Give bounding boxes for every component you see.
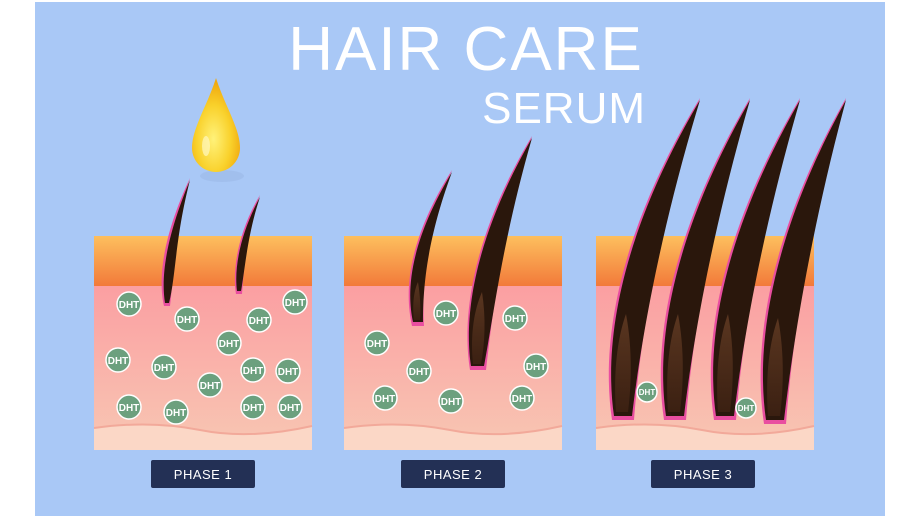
svg-text:DHT: DHT bbox=[375, 394, 396, 405]
svg-text:DHT: DHT bbox=[166, 408, 187, 419]
svg-text:DHT: DHT bbox=[505, 314, 526, 325]
svg-text:DHT: DHT bbox=[219, 339, 240, 350]
dht-molecule-icon: DHT bbox=[509, 385, 535, 411]
dht-molecule-icon: DHT bbox=[197, 372, 223, 398]
svg-text:DHT: DHT bbox=[278, 367, 299, 378]
dht-molecule-icon: DHT bbox=[216, 330, 242, 356]
svg-text:DHT: DHT bbox=[177, 315, 198, 326]
svg-text:DHT: DHT bbox=[154, 363, 175, 374]
dht-molecule-icon: DHT bbox=[364, 330, 390, 356]
dht-molecule-icon: DHT bbox=[433, 300, 459, 326]
hair-follicle-icon bbox=[234, 195, 260, 294]
dht-molecule-icon: DHT bbox=[523, 353, 549, 379]
dht-molecule-icon: DHT bbox=[240, 394, 266, 420]
svg-text:DHT: DHT bbox=[249, 316, 270, 327]
dht-molecule-icon: DHT bbox=[275, 358, 301, 384]
dht-molecules-phase-2: DHT DHT DHT DHT DHT DHT DHT DHT bbox=[364, 300, 549, 414]
svg-text:DHT: DHT bbox=[243, 366, 264, 377]
svg-text:DHT: DHT bbox=[738, 404, 755, 413]
svg-text:DHT: DHT bbox=[280, 403, 301, 414]
hair-follicle-icon bbox=[710, 98, 800, 420]
dht-molecules-phase-3: DHT DHT bbox=[636, 381, 757, 419]
svg-text:DHT: DHT bbox=[639, 388, 656, 397]
dht-molecule-icon: DHT bbox=[174, 306, 200, 332]
hair-follicle-icon bbox=[467, 136, 532, 370]
phase-1-label: PHASE 1 bbox=[151, 460, 255, 488]
dht-molecule-icon: DHT bbox=[735, 397, 757, 419]
dht-molecule-icon: DHT bbox=[240, 357, 266, 383]
svg-text:DHT: DHT bbox=[108, 356, 129, 367]
svg-text:DHT: DHT bbox=[441, 397, 462, 408]
svg-text:DHT: DHT bbox=[526, 362, 547, 373]
dht-molecule-icon: DHT bbox=[636, 381, 658, 403]
svg-text:DHT: DHT bbox=[512, 394, 533, 405]
svg-text:DHT: DHT bbox=[200, 381, 221, 392]
hair-follicle-icon bbox=[161, 178, 190, 306]
dht-molecule-icon: DHT bbox=[372, 385, 398, 411]
hair-follicle-icon bbox=[408, 170, 452, 326]
hair-follicle-icon bbox=[660, 98, 750, 420]
title-line-2: SERUM bbox=[482, 84, 646, 133]
dht-molecule-icon: DHT bbox=[116, 291, 142, 317]
svg-text:DHT: DHT bbox=[367, 339, 388, 350]
phase-2-label: PHASE 2 bbox=[401, 460, 505, 488]
phase-3-label: PHASE 3 bbox=[651, 460, 755, 488]
svg-text:DHT: DHT bbox=[436, 309, 457, 320]
dht-molecule-icon: DHT bbox=[277, 394, 303, 420]
dht-molecule-icon: DHT bbox=[105, 347, 131, 373]
svg-text:DHT: DHT bbox=[119, 403, 140, 414]
svg-text:DHT: DHT bbox=[409, 367, 430, 378]
svg-text:DHT: DHT bbox=[243, 403, 264, 414]
hair-follicle-icon bbox=[608, 98, 700, 420]
title-line-1: HAIR CARE bbox=[288, 15, 644, 84]
dht-molecule-icon: DHT bbox=[502, 305, 528, 331]
dht-molecules-phase-1: DHT DHT DHT DHT DHT DHT DHT DHT DHT DHT … bbox=[105, 289, 308, 425]
svg-text:DHT: DHT bbox=[119, 300, 140, 311]
dht-molecule-icon: DHT bbox=[116, 394, 142, 420]
dht-molecule-icon: DHT bbox=[438, 388, 464, 414]
dht-molecule-icon: DHT bbox=[163, 399, 189, 425]
dht-molecule-icon: DHT bbox=[246, 307, 272, 333]
hair-follicle-icon bbox=[760, 98, 846, 424]
dht-molecule-icon: DHT bbox=[282, 289, 308, 315]
dht-molecule-icon: DHT bbox=[406, 358, 432, 384]
svg-text:DHT: DHT bbox=[285, 298, 306, 309]
dht-molecule-icon: DHT bbox=[151, 354, 177, 380]
serum-droplet-icon bbox=[192, 78, 244, 182]
